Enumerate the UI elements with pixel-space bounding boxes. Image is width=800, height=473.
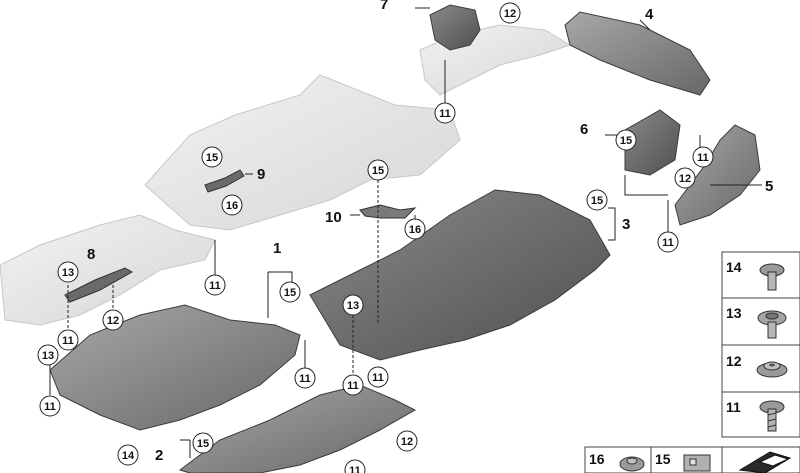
part-label-9: 9 (257, 166, 265, 183)
dark-bracket-10 (359, 204, 417, 219)
callout-15-b: 15 (367, 159, 389, 181)
legend-label-11: 11 (726, 399, 741, 415)
svg-text:15: 15 (197, 438, 209, 450)
dark-bracket-9 (204, 169, 245, 193)
part-labels: 1 2 3 4 5 6 7 8 9 10 (87, 0, 773, 464)
callout-12-d: 12 (396, 430, 418, 452)
part-label-3: 3 (622, 216, 630, 233)
dark-duct-5 (674, 124, 761, 226)
callout-11-a: 11 (434, 102, 456, 124)
part-label-7: 7 (380, 0, 388, 13)
svg-text:13: 13 (347, 300, 359, 312)
dark-panel-bottom (178, 384, 417, 473)
callout-11-i: 11 (342, 374, 364, 396)
svg-text:14: 14 (122, 450, 135, 462)
light-panel-left (0, 214, 216, 326)
dark-panel-center (309, 189, 611, 361)
dark-strip-8 (64, 267, 134, 303)
callout-12-a: 12 (499, 2, 521, 24)
callout-13-a: 13 (57, 261, 79, 283)
callout-15-f: 15 (192, 432, 214, 454)
callout-15-d: 15 (586, 189, 608, 211)
svg-text:15: 15 (620, 135, 632, 147)
callout-11-g: 11 (294, 367, 316, 389)
dark-bracket-6 (624, 109, 681, 176)
clip-13-icon (757, 310, 787, 339)
part-label-1: 1 (273, 240, 281, 257)
svg-text:11: 11 (439, 108, 451, 120)
svg-text:11: 11 (697, 152, 709, 164)
svg-text:11: 11 (62, 335, 74, 347)
part-label-4: 4 (645, 6, 654, 23)
clip-16-icon (619, 456, 645, 472)
callout-16-b: 16 (404, 218, 426, 240)
callout-11-f: 11 (39, 395, 61, 417)
svg-text:11: 11 (44, 401, 56, 413)
callout-11-j: 11 (344, 459, 366, 473)
svg-text:15: 15 (372, 165, 384, 177)
callout-12-c: 12 (102, 309, 124, 331)
svg-text:11: 11 (372, 372, 384, 384)
callout-13-b: 13 (37, 344, 59, 366)
callout-11-c: 11 (657, 231, 679, 253)
clip-14-icon (759, 263, 785, 291)
legend-label-14: 14 (726, 259, 742, 275)
svg-text:13: 13 (62, 267, 74, 279)
svg-text:16: 16 (409, 224, 421, 236)
svg-text:11: 11 (662, 237, 674, 249)
svg-text:15: 15 (206, 152, 218, 164)
callouts: 11 11 11 11 11 11 11 11 11 11 12 12 12 1… (37, 2, 714, 473)
svg-text:12: 12 (107, 315, 119, 327)
callout-15-a: 15 (201, 146, 223, 168)
svg-text:15: 15 (591, 195, 603, 207)
svg-text:11: 11 (349, 465, 361, 473)
svg-text:15: 15 (284, 287, 296, 299)
part-label-2: 2 (155, 447, 163, 464)
fastener-legend: 14 13 12 11 16 (584, 251, 800, 473)
legend-label-16: 16 (589, 451, 605, 467)
svg-text:12: 12 (504, 8, 516, 20)
legend-label-15: 15 (655, 451, 671, 467)
svg-text:11: 11 (347, 380, 359, 392)
part-label-6: 6 (580, 121, 588, 138)
dark-bracket-top (429, 4, 481, 51)
svg-text:13: 13 (42, 350, 54, 362)
callout-15-c: 15 (279, 281, 301, 303)
legend-label-13: 13 (726, 305, 742, 321)
nut-12-icon (756, 361, 788, 378)
callout-11-h: 11 (367, 366, 389, 388)
svg-text:11: 11 (209, 280, 221, 292)
callout-11-d: 11 (204, 274, 226, 296)
callout-14-a: 14 (117, 444, 139, 466)
callout-13-c: 13 (342, 294, 364, 316)
callout-11-b: 11 (692, 146, 714, 168)
pad-icon (738, 451, 792, 473)
svg-text:11: 11 (299, 373, 311, 385)
callout-12-b: 12 (674, 167, 696, 189)
svg-text:12: 12 (401, 436, 413, 448)
legend-label-12: 12 (726, 353, 742, 369)
callout-15-e: 15 (615, 129, 637, 151)
clip-15-icon (683, 454, 711, 472)
light-panel-upper (144, 74, 461, 231)
dark-panel-front-left (49, 304, 301, 431)
screw-11-icon (759, 400, 785, 432)
svg-text:16: 16 (226, 200, 238, 212)
svg-text:12: 12 (679, 173, 691, 185)
part-label-10: 10 (325, 209, 342, 226)
callout-16-a: 16 (221, 194, 243, 216)
callout-11-e: 11 (57, 329, 79, 351)
part-label-5: 5 (765, 178, 773, 195)
leader-lines (49, 7, 762, 458)
part-label-8: 8 (87, 246, 95, 263)
dark-strip-4 (564, 11, 711, 96)
